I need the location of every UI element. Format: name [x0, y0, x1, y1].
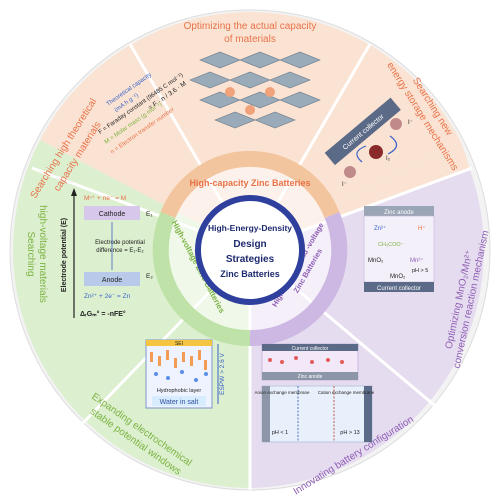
config-right-electrode — [364, 386, 372, 442]
config-bottom-panel — [261, 385, 373, 443]
current-collector-bar — [324, 97, 401, 166]
mn-label: Mn²⁺ — [410, 257, 424, 264]
ph-label: pH > 5 — [412, 268, 428, 274]
config-left-electrode — [262, 386, 270, 442]
anode-label: Anode — [102, 277, 122, 284]
ring-label-orange: High-capacity Zinc Batteries — [189, 178, 310, 188]
crystal-structure-illustration — [189, 51, 321, 129]
battery-configuration-illustration: Current collector Zinc anode Anion excha… — [254, 343, 375, 443]
redox-arrow-2 — [356, 145, 367, 163]
ion-i-minus-label: I⁻ — [408, 120, 413, 126]
segment-title-left-2: high-voltage materials — [37, 205, 48, 303]
center-line-4: Zinc Batteries — [220, 269, 280, 279]
e2-label: E₂ — [146, 273, 153, 280]
h-plus-label: H⁺ — [418, 225, 426, 232]
voltage-reaction-top: Mⁿ⁺ + ne⁻ = M — [84, 195, 126, 202]
ion-i2 — [369, 145, 383, 159]
config-collector-label: Current collector — [292, 346, 329, 352]
zinc-anode-bar — [364, 206, 434, 216]
collector-bar — [364, 282, 434, 292]
water-in-salt-illustration: SEI Hydrophobic layer Water in salt ESPW… — [145, 339, 226, 409]
center-line-3: Strategies — [226, 254, 275, 265]
sei-label: SEI — [175, 341, 183, 347]
ion-i-minus-b-label: I⁻ — [342, 182, 347, 188]
redox-arrow — [387, 135, 398, 155]
electrolyte-box — [363, 215, 435, 283]
config-ph1-label: pH < 1 — [272, 430, 288, 436]
mno2-label-b: MnO₂ — [390, 274, 406, 280]
mno2-illustration: Zinc anode Zn²⁺ H⁺ CH₃COO⁻ MnO₂ Mn²⁺ pH … — [363, 206, 435, 292]
voltage-axis: Electrode potential (E) — [61, 218, 68, 292]
e1-label: E₁ — [146, 211, 153, 218]
water-in-salt-caption: Water in salt — [160, 399, 199, 406]
hydrophobic-label: Hydrophobic layer — [157, 388, 201, 394]
inner-ring-purple — [249, 211, 348, 347]
difference-line-2: difference = E₁-E₂ — [96, 248, 144, 254]
center-line-2: Design — [233, 239, 266, 250]
segment-title-top: Optimizing the actual capacity — [184, 21, 317, 32]
center-ring — [195, 195, 305, 305]
cation-membrane-label: Cation exchange membrane — [318, 390, 375, 395]
ion-i2-label: I₂ — [386, 156, 391, 162]
acetate-label: CH₃COO⁻ — [378, 242, 404, 248]
anion-membrane-label: Anion exchange membrane — [254, 390, 310, 395]
gibbs-equation: ΔᵣGₘ° = -nFE° — [80, 310, 126, 318]
electrode-potential-diagram: Electrode potential (E) Mⁿ⁺ + ne⁻ = M Ca… — [61, 188, 153, 318]
center-line-1: High-Energy-Density — [208, 223, 292, 233]
voltage-reaction-bottom: Zn²⁺ + 2e⁻ = Zn — [84, 293, 131, 300]
config-ph2-label: pH > 13 — [340, 430, 359, 436]
anode-block — [84, 272, 140, 286]
inner-ring-green — [152, 211, 251, 347]
zn-ion-label: Zn²⁺ — [374, 225, 386, 232]
ion-i-minus — [390, 118, 402, 130]
segment-title-left-1: Searching — [25, 231, 36, 276]
config-collector-bar — [262, 344, 358, 351]
cathode-label: Cathode — [99, 211, 126, 218]
collector-label: Current collector — [377, 286, 421, 292]
zinc-anode-label: Zinc anode — [384, 210, 414, 216]
difference-line-1: Electrode potential — [95, 240, 145, 246]
config-anode-bar — [262, 372, 358, 380]
sei-top — [146, 340, 212, 346]
segment-title-top-2: of materials — [224, 34, 276, 45]
inner-ring-orange — [160, 150, 340, 219]
mno2-label: MnO₂ — [368, 258, 384, 264]
esw-label: ESPW > 2.6 V — [219, 352, 226, 394]
cathode-block — [84, 206, 140, 220]
water-in-salt-caption-bg — [152, 396, 206, 406]
config-anode-label: Zinc anode — [298, 374, 323, 380]
ion-i-minus-b — [344, 166, 356, 178]
